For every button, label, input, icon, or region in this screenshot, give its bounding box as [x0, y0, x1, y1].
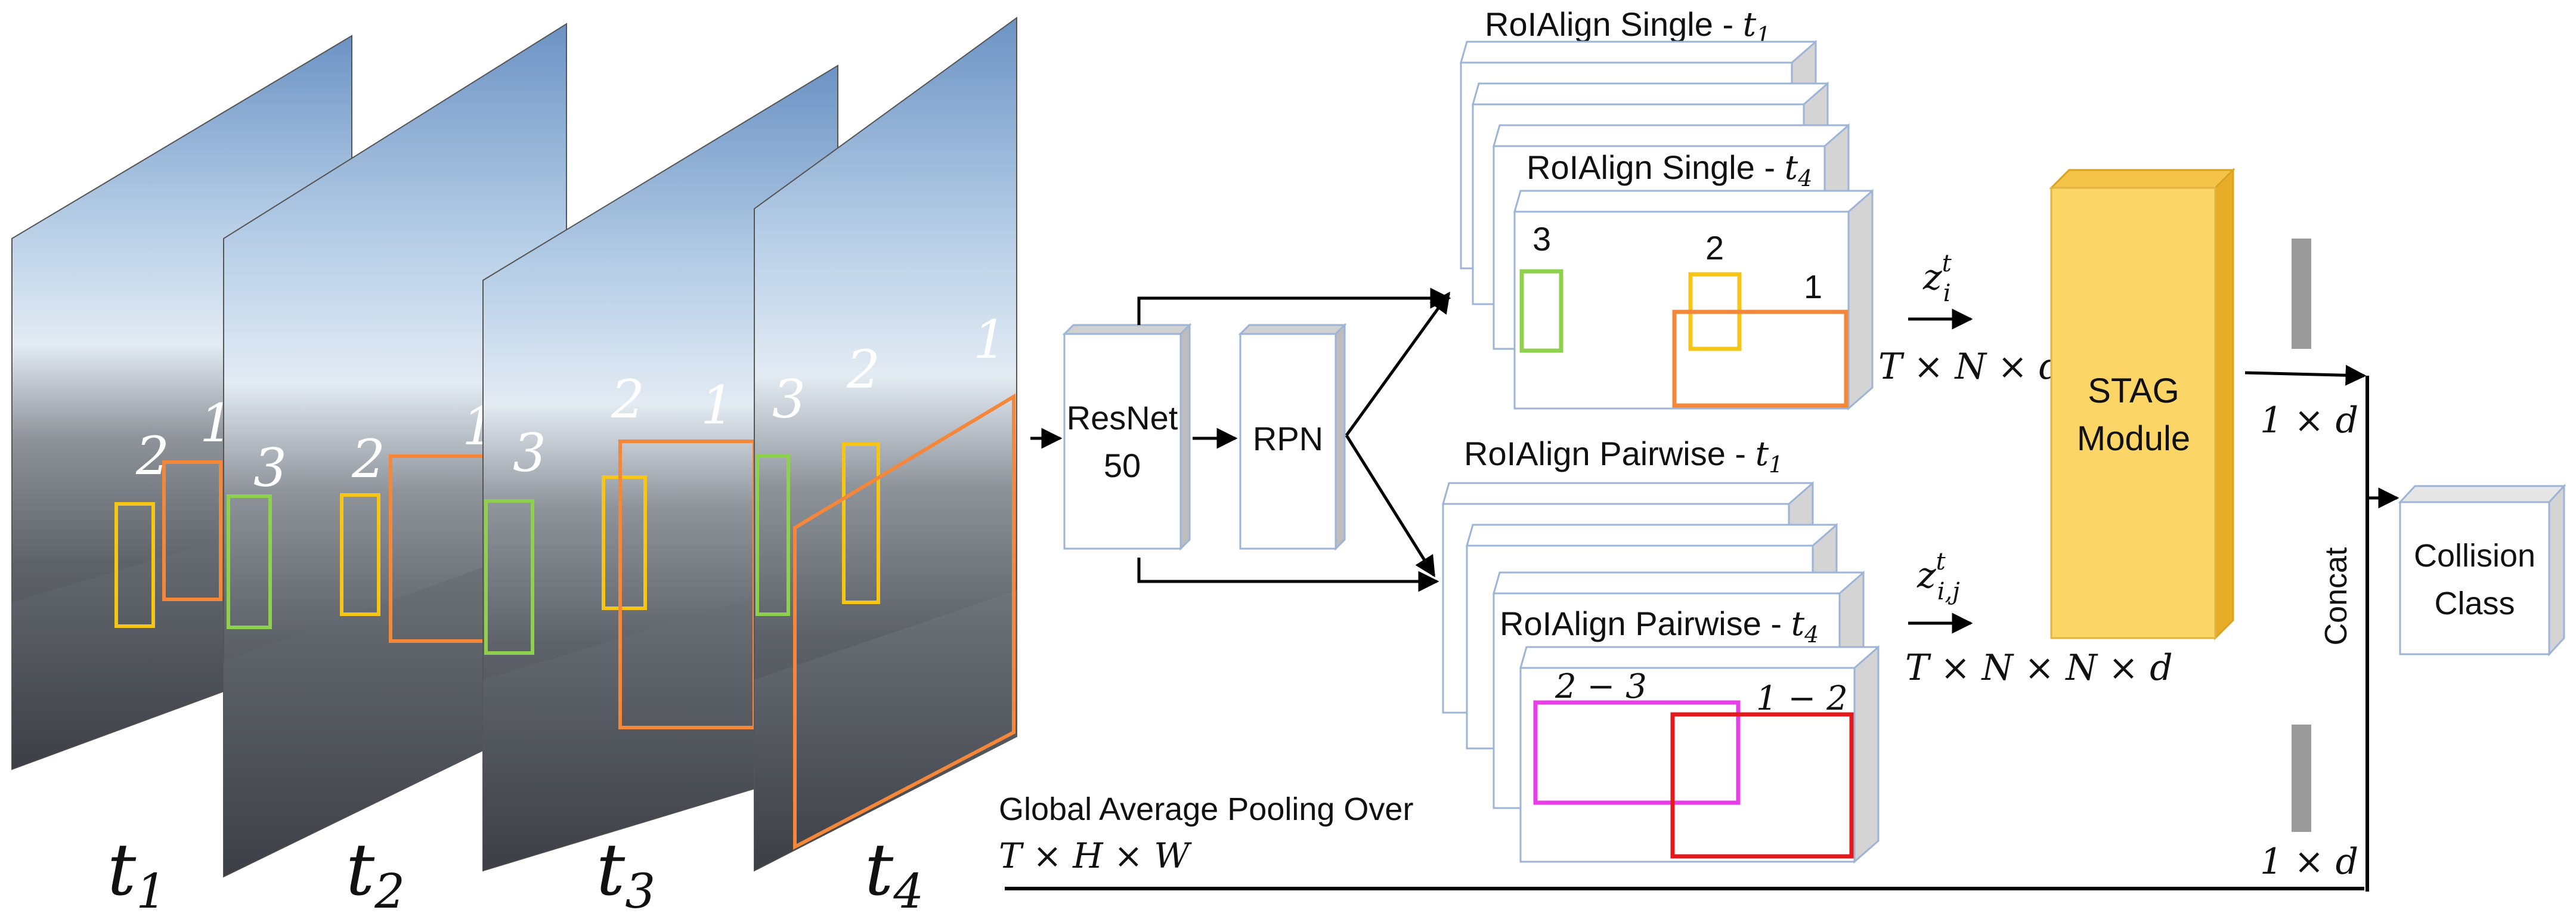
stag-label-line1: STAG [2088, 372, 2179, 410]
roi-pair-box-red [1670, 712, 1854, 859]
gap-output-dims: 1 × d [2260, 841, 2358, 883]
stag-label-line2: Module [2077, 419, 2190, 458]
frame-t2-box-id-3: 3 [253, 437, 287, 499]
roi-pair-id-1-2: 1 − 2 [1756, 679, 1848, 718]
frame-t1-box-id-2: 2 [135, 425, 169, 487]
concat-label: Concat [2319, 547, 2354, 645]
frame-t3-box-yellow [602, 475, 647, 610]
roi-pair-box-magenta [1533, 700, 1741, 805]
frame-t3-box-id-1: 1 [701, 375, 734, 436]
roi-single-box-id-2: 2 [1705, 229, 1724, 267]
roialign-single-title-t4: RoIAlign Single - t4 [1527, 148, 1812, 191]
roi-single-box-orange [1672, 310, 1849, 408]
frame-t4-box-yellow [842, 442, 880, 604]
frame-label-t1: t1 [107, 829, 166, 916]
frame-t4-box-green [756, 454, 790, 616]
frame-t4-box-orange [793, 393, 1015, 850]
arrow-stag-to-concat [2244, 364, 2367, 386]
rpn-label: RPN [1253, 420, 1323, 457]
frame-stack: 2 1 3 2 1 3 2 1 [11, 17, 1017, 878]
resnet-label-line1: ResNet [1067, 399, 1178, 437]
frame-t2-box-id-2: 2 [351, 428, 385, 490]
gap-label-line2: T × H × W [999, 835, 1192, 876]
pairwise-dims: T × N × N × d [1905, 647, 2173, 689]
frame-t3-box-green [484, 499, 534, 655]
roi-single-box-id-1: 1 [1804, 268, 1822, 305]
collision-label-line1: Collision [2414, 538, 2535, 574]
resnet-block: ResNet 50 [1062, 323, 1192, 551]
frame-t4-box-id-2: 2 [846, 339, 880, 400]
roi-pair-id-2-3: 2 − 3 [1555, 667, 1647, 706]
stag-module: STAG Module [2049, 168, 2236, 640]
resnet-label-line2: 50 [1104, 447, 1141, 484]
frame-labels: t1 t2 t3 t4 [107, 829, 924, 916]
feature-bar-gap-output [2292, 725, 2311, 832]
rpn-block: RPN [1238, 323, 1347, 551]
frame-t1-box-orange [162, 460, 222, 601]
roialign-pairwise-title-t4: RoIAlign Pairwise - t4 [1500, 605, 1819, 648]
arrow-resnet-to-pairwise [1137, 558, 1439, 592]
roialign-single-title-t1: RoIAlign Single - t1 [1485, 5, 1770, 48]
arrow-rpn-to-single [1345, 292, 1451, 437]
arrow-resnet-to-single [1137, 287, 1451, 325]
gap-label-line1: Global Average Pooling Over [999, 791, 1413, 827]
frame-t3-box-id-2: 2 [611, 369, 645, 430]
frame-t1-box-yellow [114, 502, 155, 628]
frame-t2-box-green [227, 494, 272, 629]
single-dims: T × N × d [1878, 346, 2062, 388]
frame-t2: 3 2 1 [223, 23, 567, 878]
frame-label-t4: t4 [865, 829, 924, 916]
roi-single-box-green [1519, 269, 1563, 353]
arrow-rpn-to-pairwise [1345, 434, 1436, 577]
frame-t2-box-yellow [340, 493, 380, 616]
collision-label-line2: Class [2434, 586, 2515, 621]
frame-t3: 3 2 1 [482, 64, 838, 872]
frame-label-t3: t3 [596, 829, 655, 916]
frame-t3-box-id-3: 3 [513, 422, 546, 484]
frame-label-t2: t2 [346, 829, 405, 916]
stag-output-dims: 1 × d [2260, 400, 2358, 441]
roialign-pairwise-title-t1: RoIAlign Pairwise - t1 [1464, 435, 1783, 478]
roialign-pairwise-front-panel [1519, 667, 1856, 863]
roi-single-box-id-3: 3 [1532, 220, 1551, 258]
feature-bar-stag-output [2292, 239, 2311, 349]
frame-t4: 3 2 1 [754, 17, 1017, 872]
frame-t4-box-id-1: 1 [973, 309, 1007, 370]
collision-class-block: Collision Class [2398, 484, 2566, 657]
roialign-pairwise-stack: RoIAlign Pairwise - t1 RoIAlign Pairwise… [1442, 435, 1880, 864]
frame-t4-box-id-3: 3 [772, 369, 806, 430]
roialign-single-stack: RoIAlign Single - t1 RoIAlign Single - t… [1460, 5, 1874, 411]
